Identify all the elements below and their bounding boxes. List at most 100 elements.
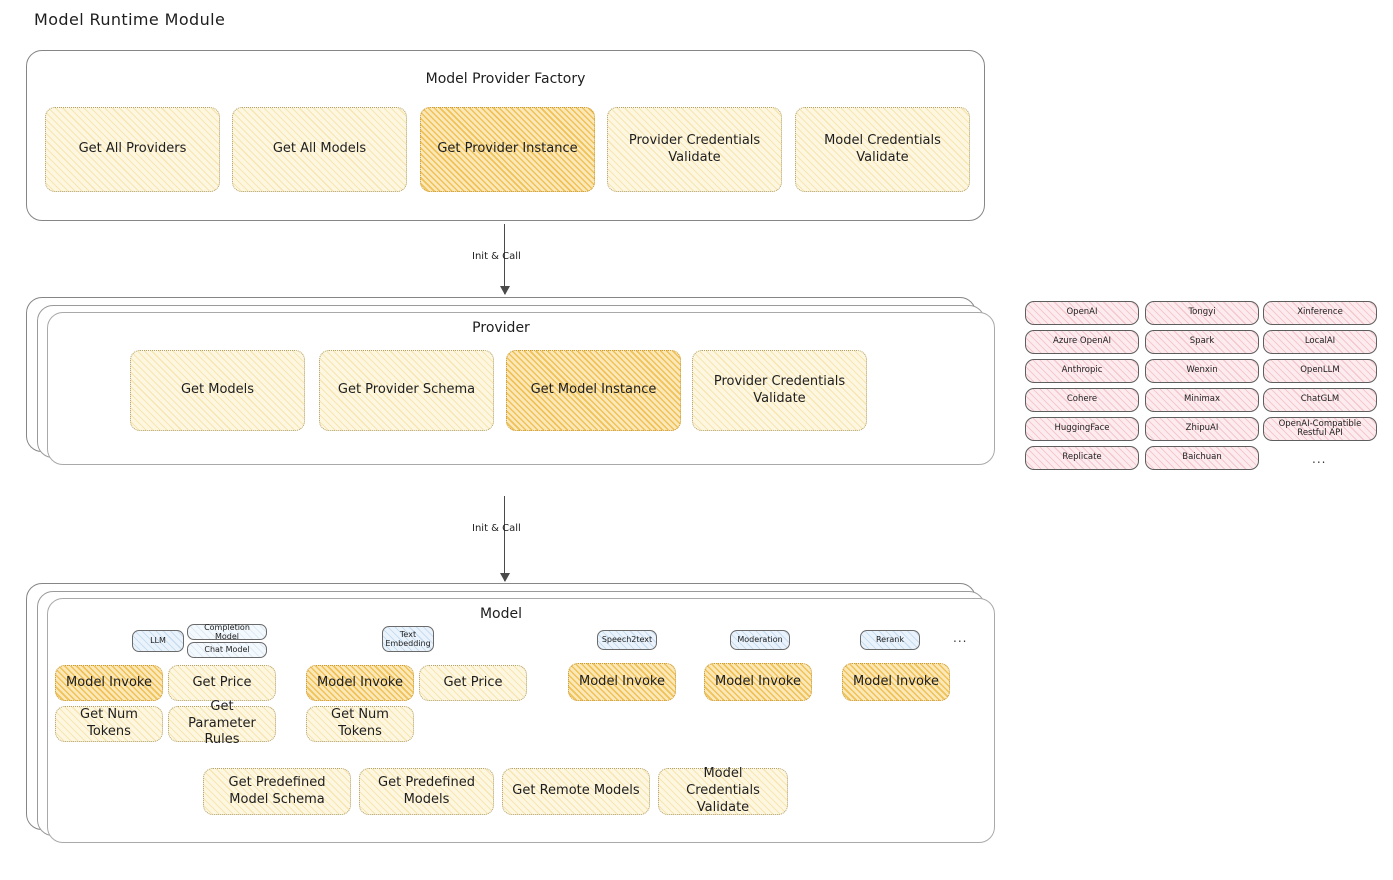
provider-item-label: Provider Credentials Validate [713,373,846,406]
provider-chip-replicate[interactable]: Replicate [1025,446,1139,470]
provider-chip-label: Xinference [1297,307,1343,318]
rerank-method-model-invoke[interactable]: Model Invoke [842,663,950,701]
provider-chip-localai[interactable]: LocalAI [1263,330,1377,354]
provider-chip-azure-openai[interactable]: Azure OpenAI [1025,330,1139,354]
llm-method-get-parameter-rules[interactable]: Get Parameter Rules [168,699,276,747]
factory-item-get-all-models[interactable]: Get All Models [232,107,407,192]
provider-chip-label: OpenLLM [1300,365,1340,376]
method-label: Get Price [192,674,252,690]
llm-method-get-price[interactable]: Get Price [168,665,276,701]
provider-chip-label: OpenAI-Compatible Restful API [1278,418,1362,438]
provider-item-get-model-instance[interactable]: Get Model Instance [506,350,681,431]
provider-chip-openllm[interactable]: OpenLLM [1263,359,1377,383]
provider-chip-spark[interactable]: Spark [1145,330,1259,354]
factory-item-get-all-providers[interactable]: Get All Providers [45,107,220,192]
arrow-label-init-and-call-2: Init & Call [472,523,521,534]
provider-chip-label: Tongyi [1188,307,1216,318]
provider-chip-openai[interactable]: OpenAI [1025,301,1139,325]
arrow-shaft [504,496,506,581]
method-label: Model Credentials Validate [686,766,760,815]
provider-chip-wenxin[interactable]: Wenxin [1145,359,1259,383]
model-groups-more-ellipsis: ... [953,631,968,645]
provider-title: Provider [472,320,530,336]
method-label: Get Num Tokens [331,707,389,739]
provider-chip-xinference[interactable]: Xinference [1263,301,1377,325]
provider-chip-label: HuggingFace [1054,423,1110,434]
model-type-badge-rerank[interactable]: Rerank [860,630,920,650]
provider-chip-tongyi[interactable]: Tongyi [1145,301,1259,325]
text-embedding-method-model-invoke[interactable]: Model Invoke [306,665,414,701]
method-label: Model Invoke [66,674,152,690]
model-sub-badge-label: Chat Model [204,645,250,655]
provider-chip-label: Baichuan [1182,452,1222,463]
model-type-badge-llm[interactable]: LLM [132,630,184,652]
model-type-badge-moderation[interactable]: Moderation [730,630,790,650]
provider-chip-openai-compatible-restful-api[interactable]: OpenAI-Compatible Restful API [1263,417,1377,441]
provider-item-get-provider-schema[interactable]: Get Provider Schema [319,350,494,431]
speech2text-method-model-invoke[interactable]: Model Invoke [568,663,676,701]
model-sub-badge-completion-model[interactable]: Completion Model [187,622,267,641]
provider-chip-anthropic[interactable]: Anthropic [1025,359,1139,383]
provider-card: Provider Get Models Get Provider Schema … [26,297,995,465]
provider-chip-zhipuai[interactable]: ZhipuAI [1145,417,1259,441]
arrow-head-icon [499,286,510,295]
common-method-get-remote-models[interactable]: Get Remote Models [502,768,650,815]
method-label: Get Remote Models [512,783,640,799]
provider-chip-label: ZhipuAI [1185,423,1219,434]
provider-chip-label: OpenAI [1066,307,1098,318]
factory-item-provider-credentials-validate[interactable]: Provider Credentials Validate [607,107,782,192]
method-label: Model Invoke [853,673,939,689]
model-type-badge-speech2text[interactable]: Speech2text [597,630,657,650]
factory-item-label: Get All Models [272,141,367,157]
model-sub-badge-label: Completion Model [204,622,250,641]
moderation-method-model-invoke[interactable]: Model Invoke [704,663,812,701]
method-label: Model Invoke [715,673,801,689]
provider-chip-chatglm[interactable]: ChatGLM [1263,388,1377,412]
model-provider-factory-card: Model Provider Factory Get All Providers… [26,50,985,221]
model-type-badge-text-embedding[interactable]: Text Embedding [382,626,434,652]
model-type-badge-label: Moderation [737,635,783,645]
factory-item-model-credentials-validate[interactable]: Model Credentials Validate [795,107,970,192]
factory-item-label: Get All Providers [78,141,187,157]
common-method-model-credentials-validate[interactable]: Model Credentials Validate [658,766,788,815]
method-label: Model Invoke [579,673,665,689]
provider-chip-label: Anthropic [1061,365,1103,376]
provider-chip-label: Spark [1189,336,1215,347]
text-embedding-method-get-price[interactable]: Get Price [419,665,527,701]
provider-item-provider-credentials-validate[interactable]: Provider Credentials Validate [692,350,867,431]
provider-chip-label: Replicate [1062,452,1102,463]
model-type-badge-label: Speech2text [601,635,653,645]
provider-chip-minimax[interactable]: Minimax [1145,388,1259,412]
provider-chip-cohere[interactable]: Cohere [1025,388,1139,412]
model-type-badge-label: Text Embedding [385,629,431,648]
arrow-head-icon [499,573,510,582]
provider-chip-label: Azure OpenAI [1053,336,1111,347]
method-label: Get Num Tokens [80,707,138,739]
model-type-badge-label: Rerank [875,635,904,645]
provider-list-more-ellipsis: ... [1312,452,1327,466]
provider-item-get-models[interactable]: Get Models [130,350,305,431]
factory-item-label: Provider Credentials Validate [628,132,761,165]
factory-item-label: Get Provider Instance [437,141,578,157]
method-label: Get Price [443,674,503,690]
model-sub-badge-chat-model[interactable]: Chat Model [187,642,267,658]
model-provider-factory-title: Model Provider Factory [425,71,586,87]
provider-chip-label: Cohere [1066,394,1098,405]
arrow-shaft [504,224,506,294]
llm-method-get-num-tokens[interactable]: Get Num Tokens [55,706,163,742]
method-label: Get Predefined Models [378,774,475,807]
provider-chip-baichuan[interactable]: Baichuan [1145,446,1259,470]
factory-item-label: Model Credentials Validate [824,132,941,165]
text-embedding-method-get-num-tokens[interactable]: Get Num Tokens [306,706,414,742]
factory-item-get-provider-instance[interactable]: Get Provider Instance [420,107,595,192]
common-method-get-predefined-model-schema[interactable]: Get Predefined Model Schema [203,768,351,815]
provider-item-label: Get Model Instance [530,382,657,398]
common-method-get-predefined-models[interactable]: Get Predefined Models [359,768,494,815]
provider-item-label: Get Models [180,382,255,398]
provider-chip-label: Minimax [1184,394,1220,405]
provider-chip-label: LocalAI [1304,336,1336,347]
provider-chip-huggingface[interactable]: HuggingFace [1025,417,1139,441]
llm-method-model-invoke[interactable]: Model Invoke [55,665,163,701]
method-label: Model Invoke [317,674,403,690]
